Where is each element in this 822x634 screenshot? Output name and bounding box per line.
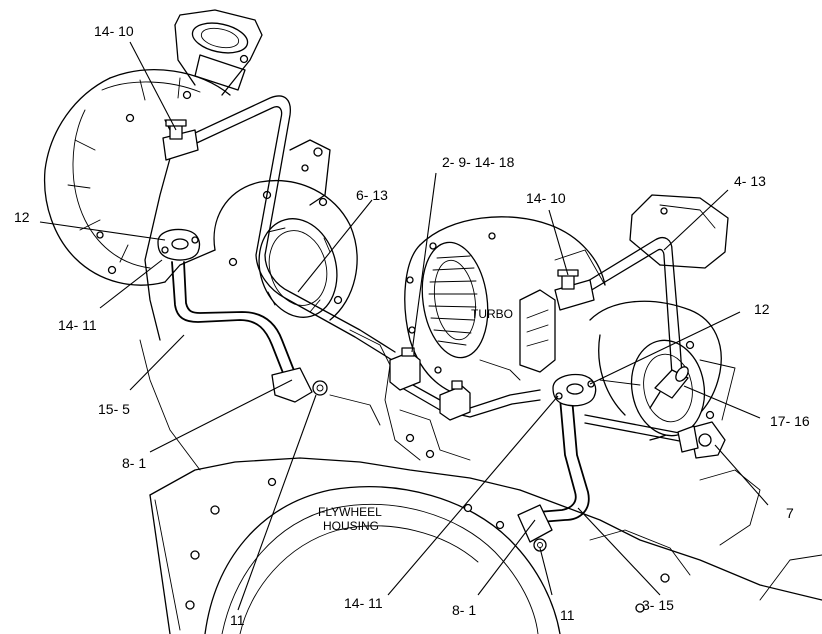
callout-labels: 14- 10 12 14- 11 15- 5 8- 1 11 6- 13 2- … [14, 23, 810, 628]
leader-lines [39, 41, 769, 611]
callout-3-15: 3- 15 [642, 597, 674, 613]
callout-17-16: 17- 16 [770, 413, 810, 429]
drain-flanges [157, 228, 597, 407]
callout-7: 7 [786, 505, 794, 521]
callout-12-left: 12 [14, 209, 30, 225]
callout-12-right: 12 [754, 301, 770, 317]
engine-body-lines [139, 329, 521, 471]
callout-8-1-left: 8- 1 [122, 455, 146, 471]
callout-14-11-bottom: 14- 11 [344, 595, 383, 611]
callout-6-13: 6- 13 [356, 187, 388, 203]
callout-4-13: 4- 13 [734, 173, 766, 189]
clamp-assemblies [162, 119, 595, 421]
flywheel-housing-label-line2: HOUSING [323, 519, 379, 533]
component-labels: TURBO FLYWHEEL HOUSING [318, 307, 513, 533]
turbo-label: TURBO [471, 307, 513, 321]
callout-8-1-bottom: 8- 1 [452, 602, 476, 618]
oil-supply-lines [179, 95, 691, 444]
callout-14-10-mid: 14- 10 [526, 190, 566, 206]
callout-2-9-14-18: 2- 9- 14- 18 [442, 154, 515, 170]
callout-14-10-top: 14- 10 [94, 23, 134, 39]
callout-14-11-left: 14- 11 [58, 317, 97, 333]
callout-15-5: 15- 5 [98, 401, 130, 417]
oil-drain-lines [171, 261, 590, 552]
callout-11-bottom: 11 [560, 607, 575, 623]
left-turbocharger [43, 9, 358, 341]
callout-11-left: 11 [230, 612, 245, 628]
flywheel-housing [149, 457, 822, 634]
flywheel-housing-label-line1: FLYWHEEL [318, 505, 382, 519]
fittings [649, 366, 726, 459]
